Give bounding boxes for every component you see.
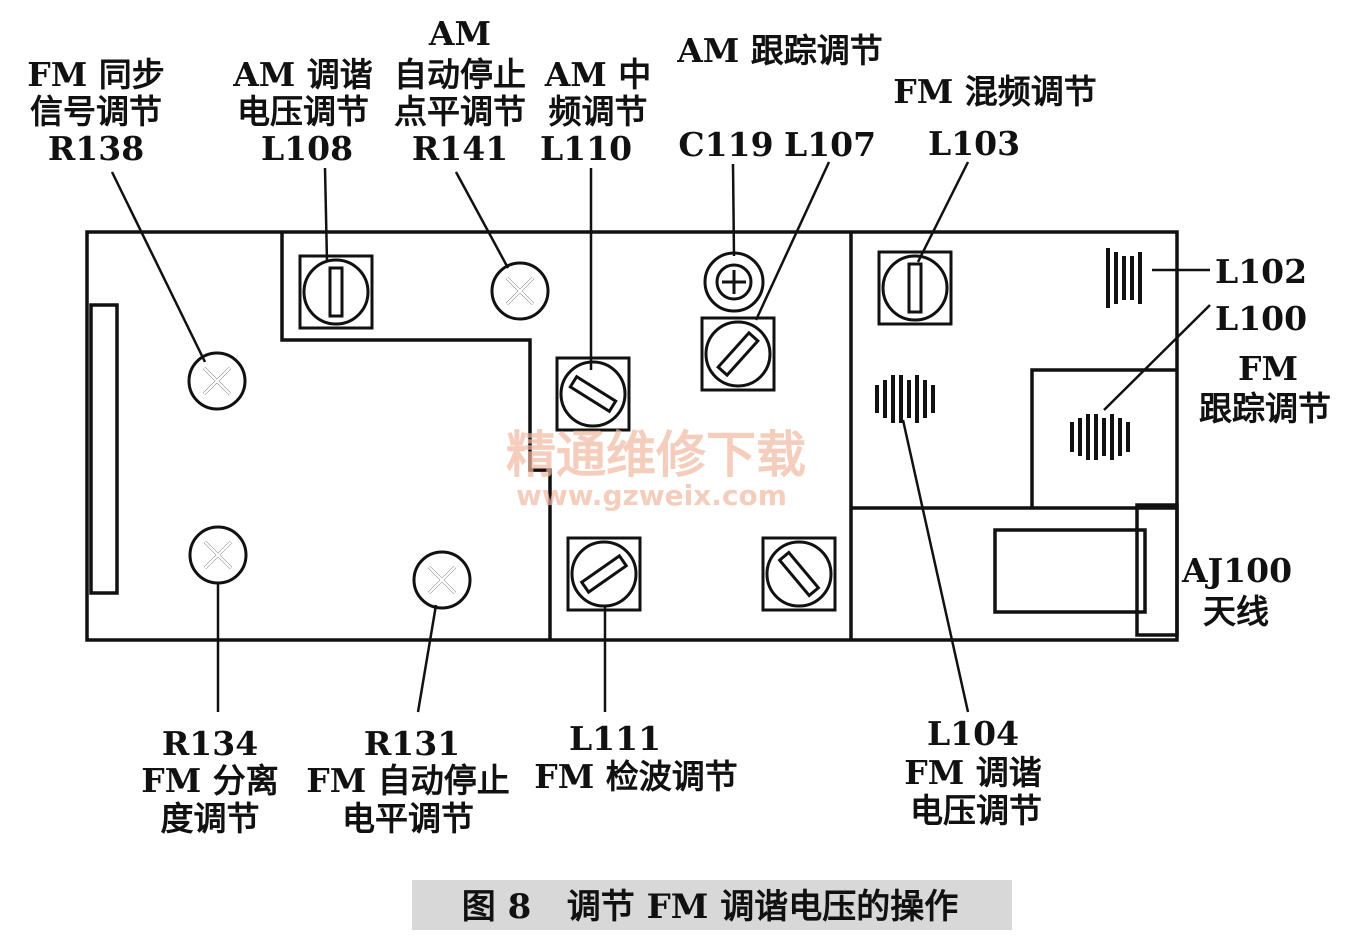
label-fm-sync-2: 信号调节 — [30, 92, 162, 131]
label-fm-stop: FM 自动停止 — [306, 761, 509, 800]
label-am-track: AM 跟踪调节 — [676, 31, 883, 70]
label-fm-sep: FM 分离 — [141, 761, 278, 800]
label-l108: L108 — [261, 129, 353, 168]
board-outline — [85, 230, 1179, 642]
l107-slot-screw-icon — [700, 316, 776, 392]
label-fm-mix: FM 混频调节 — [893, 72, 1096, 111]
label-fm-stop-2: 电平调节 — [342, 799, 474, 838]
label-aj100: AJ100 — [1181, 551, 1292, 590]
label-l103: L103 — [928, 124, 1020, 163]
label-l111: L111 — [569, 719, 661, 758]
label-fm-track: FM — [1238, 349, 1298, 388]
label-r131: R131 — [364, 724, 460, 763]
label-am-if-2: 频调节 — [549, 92, 648, 131]
label-l100: L100 — [1215, 299, 1307, 338]
watermark-url: www.gzweix.com — [516, 479, 787, 512]
label-am-if: AM 中 — [544, 55, 652, 94]
figure-caption: 图 8 调节 FM 调谐电压的操作 — [462, 887, 958, 927]
label-c119: C119 — [678, 125, 773, 164]
watermark-text: 精通维修下载 — [506, 426, 806, 484]
l108-slot-screw-icon — [298, 254, 374, 330]
label-am-tune-2: 电压调节 — [237, 92, 369, 131]
label-r134: R134 — [162, 724, 258, 763]
label-am-stop-3: 点平调节 — [394, 92, 526, 131]
c119-phillips-screw-icon — [703, 251, 765, 313]
label-r138: R138 — [48, 129, 144, 168]
label-l110: L110 — [540, 129, 632, 168]
leader-lines — [110, 161, 1211, 713]
label-fm-tune: FM 调谐 — [904, 753, 1041, 792]
l110-slot-screw-icon — [555, 356, 631, 432]
label-am-tune: AM 调谐 — [232, 55, 373, 94]
label-fm-track-2: 跟踪调节 — [1199, 389, 1331, 428]
label-fm-tune-2: 电压调节 — [910, 791, 1042, 830]
label-l107: L107 — [784, 125, 876, 164]
l102-coil-icon — [1106, 248, 1142, 308]
l111-slot-screw-icon — [566, 536, 642, 612]
caption-background — [412, 880, 1012, 930]
label-am-stop: AM — [428, 14, 491, 53]
l104-coil-icon — [875, 375, 935, 423]
coil-slot-screw-icon — [761, 536, 837, 612]
label-fm-sep-2: 度调节 — [161, 799, 260, 838]
label-r141: R141 — [412, 129, 508, 168]
l103-slot-screw-icon — [877, 250, 953, 326]
label-l102: L102 — [1215, 252, 1307, 291]
label-fm-det: FM 检波调节 — [534, 757, 737, 796]
r141-cross-screw-icon — [490, 261, 550, 321]
r138-cross-screw-icon — [187, 351, 247, 411]
l100-coil-icon — [1070, 414, 1130, 460]
label-am-stop-2: 自动停止 — [394, 55, 526, 94]
label-fm-sync: FM 同步 — [27, 55, 164, 94]
label-l104: L104 — [927, 714, 1019, 753]
label-antenna: 天线 — [1203, 592, 1269, 631]
r131-cross-screw-icon — [412, 550, 472, 610]
r134-cross-screw-icon — [188, 525, 248, 585]
